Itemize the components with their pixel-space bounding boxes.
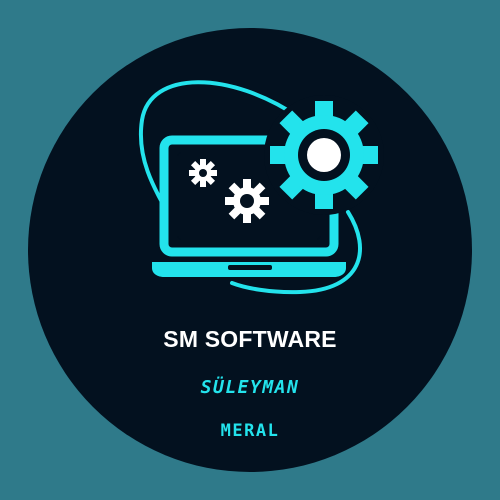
owner-last-name: MERAL [220,421,280,441]
medium-gear-icon [225,179,269,223]
orbit-ring-icon [138,80,362,295]
owner-first-name: SÜLEYMAN [200,377,300,398]
small-gear-icon [189,159,217,187]
brand-title: SM SOFTWARE [163,326,337,352]
large-gear-icon [264,95,384,215]
